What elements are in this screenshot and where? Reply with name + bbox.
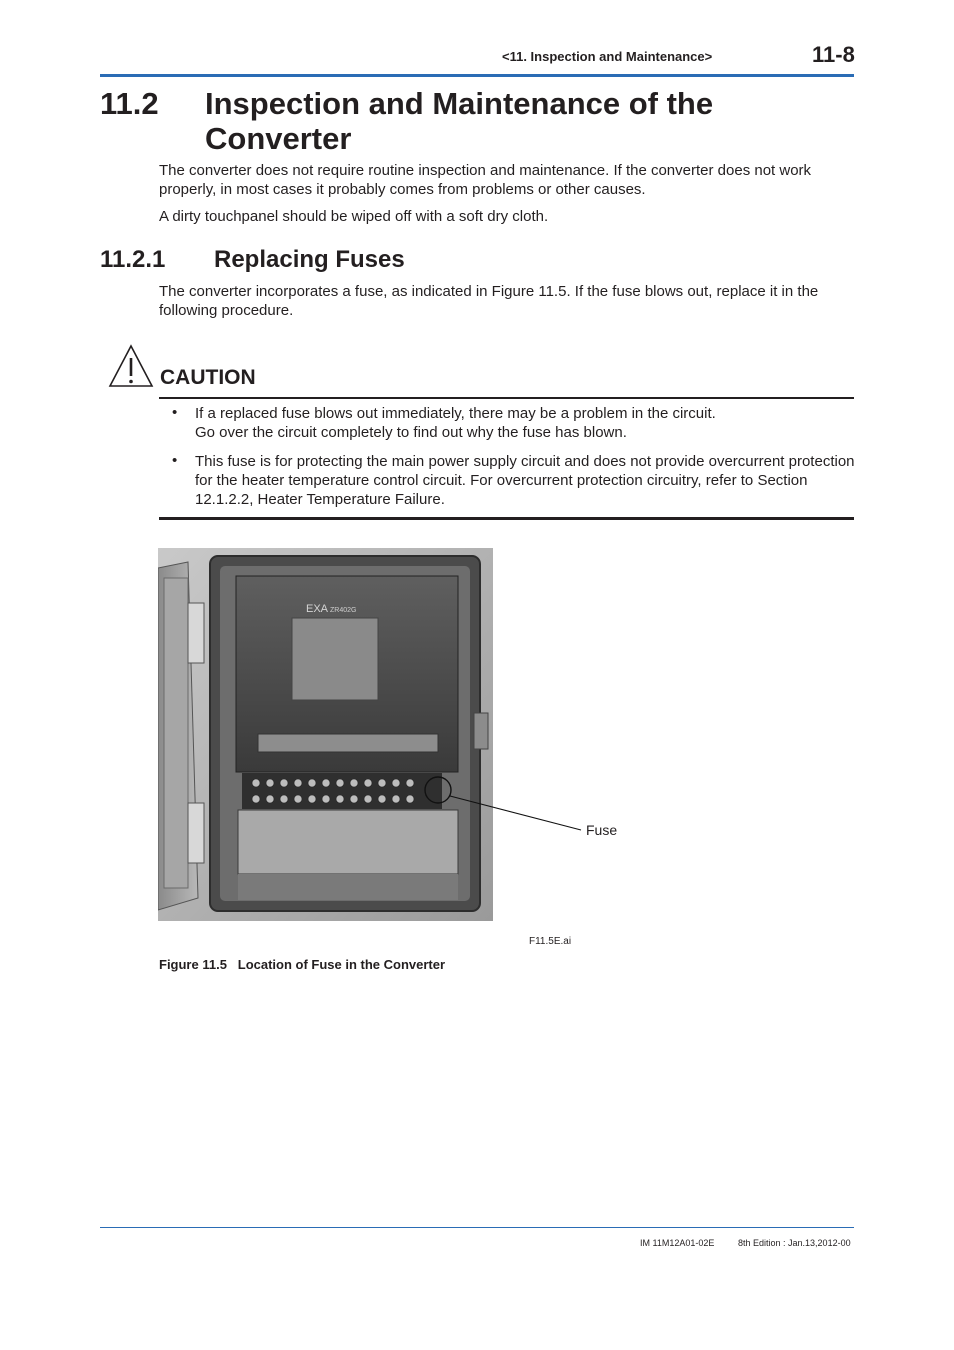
device-model: ZR402G xyxy=(330,607,356,614)
header-divider xyxy=(100,74,854,77)
caution-item-2: This fuse is for protecting the main pow… xyxy=(195,453,855,508)
fuse-callout xyxy=(424,776,582,831)
fuse-callout-circle xyxy=(424,776,452,804)
bullet-glyph: • xyxy=(172,404,178,421)
footer-edition: 8th Edition : Jan.13,2012-00 xyxy=(738,1238,851,1248)
section-number: 11.2 xyxy=(100,86,159,121)
caution-top-rule xyxy=(159,397,854,399)
device-brand: EXA xyxy=(306,603,329,615)
running-header-chapter: <11. Inspection and Maintenance> xyxy=(502,49,713,64)
section-title-line1: Inspection and Maintenance of the xyxy=(205,86,714,121)
section-paragraph-2: A dirty touchpanel should be wiped off w… xyxy=(159,208,549,225)
subsection-paragraph: The converter incorporates a fuse, as in… xyxy=(159,283,819,319)
warning-triangle-icon xyxy=(108,344,154,387)
caution-item-1-line2: Go over the circuit completely to find o… xyxy=(195,424,627,441)
fuse-label: Fuse xyxy=(586,822,618,838)
subsection-number: 11.2.1 xyxy=(100,246,166,273)
subsection-title: Replacing Fuses xyxy=(214,246,405,273)
caution-title: CAUTION xyxy=(160,366,256,389)
figure-file-name: F11.5E.ai xyxy=(529,936,572,947)
section-paragraph-1: The converter does not require routine i… xyxy=(159,162,812,198)
page-number: 11-8 xyxy=(812,42,855,67)
footer-doc-id: IM 11M12A01-02E xyxy=(640,1238,715,1248)
figure-caption: Figure 11.5 Location of Fuse in the Conv… xyxy=(159,957,446,972)
caution-item-1-line1: If a replaced fuse blows out immediately… xyxy=(195,405,716,422)
bullet-glyph: • xyxy=(172,452,178,469)
footer-divider xyxy=(100,1227,854,1228)
fuse-leader-line xyxy=(449,795,582,831)
section-title-line2: Converter xyxy=(205,121,352,156)
converter-photo: EXA ZR402G xyxy=(158,548,493,921)
caution-bottom-rule xyxy=(159,517,854,520)
